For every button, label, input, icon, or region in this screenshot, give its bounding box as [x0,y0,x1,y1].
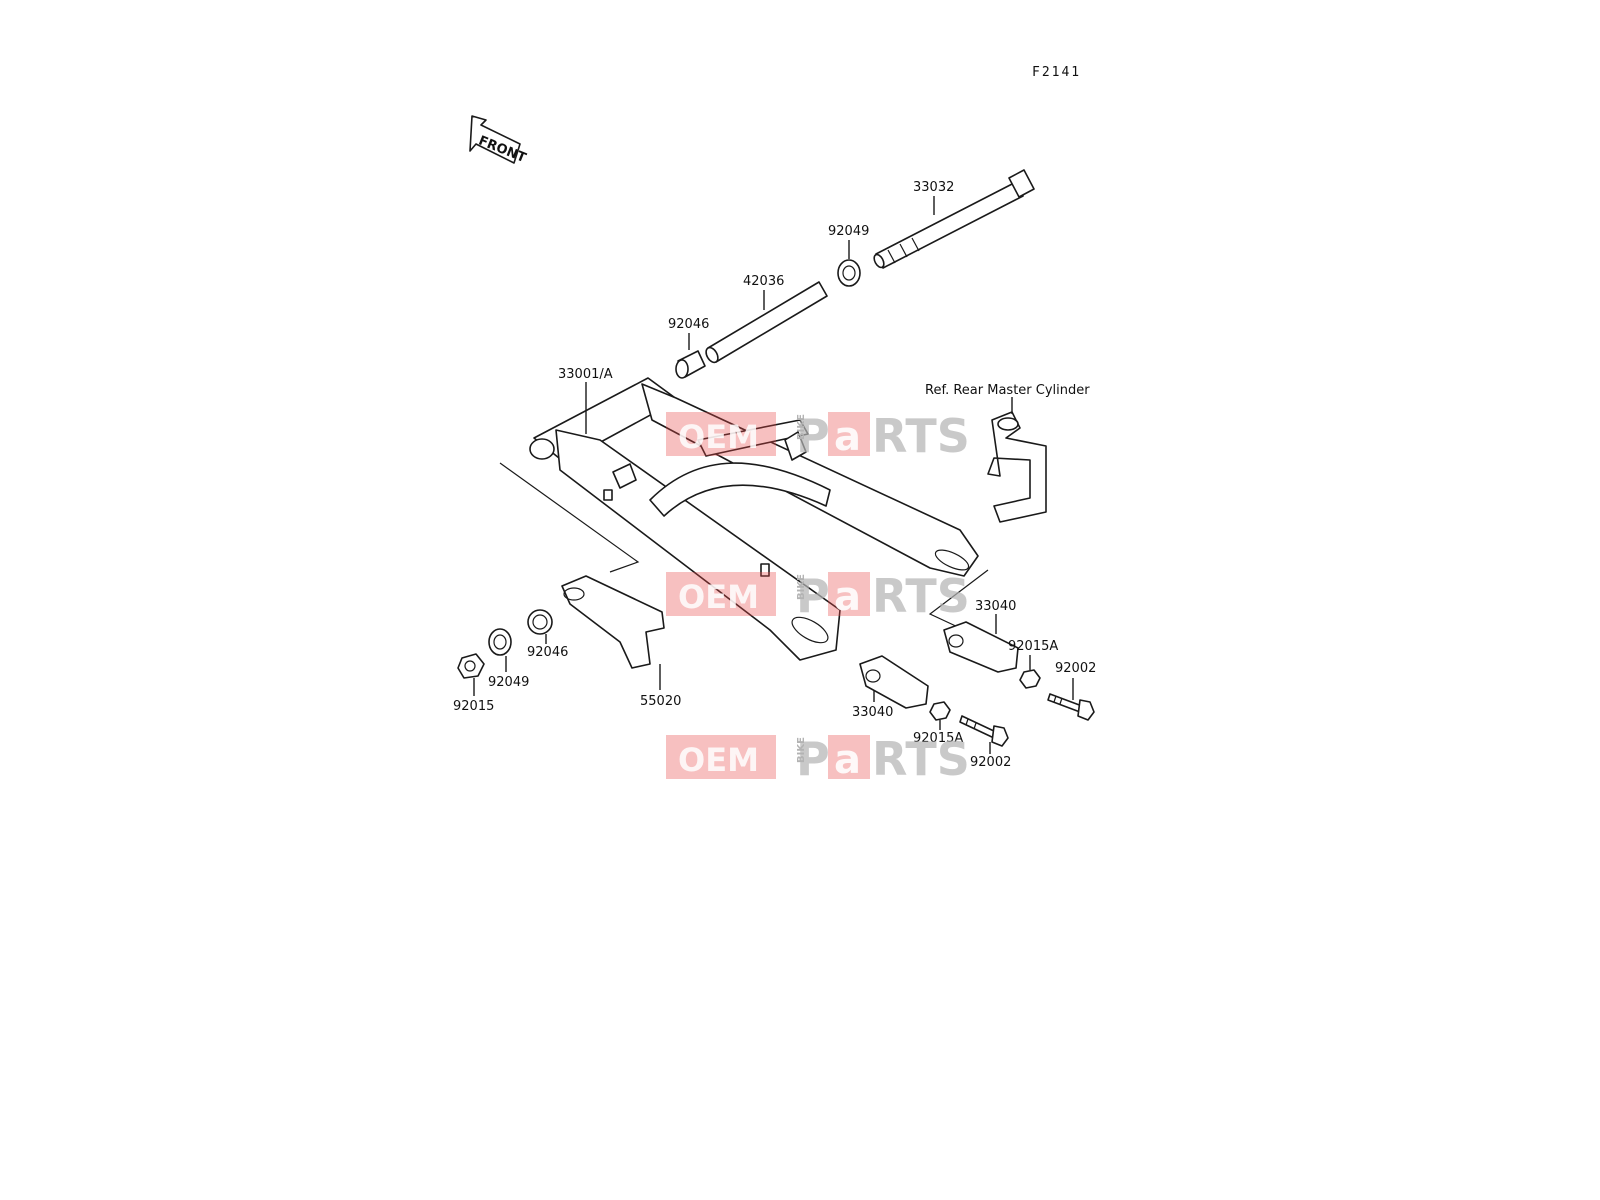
label-oil-seal-lower: 92049 [488,675,529,690]
adjuster-right-icon [943,621,1019,673]
sleeve-icon [705,281,828,364]
watermark-p-text: P [796,569,830,623]
watermark-a-text: a [834,414,861,460]
label-bolt-right: 92002 [1055,661,1096,676]
watermark-rts-text: RTS [872,732,970,786]
assembly-line-left [499,462,640,573]
watermark-rts-text: RTS [872,569,970,623]
label-bearing-upper: 92046 [668,317,709,332]
assembly-line-right [928,569,989,629]
watermark-p-text: P [796,732,830,786]
label-bolt-left: 92002 [970,755,1011,770]
bearing-upper-icon [675,350,706,379]
watermark-left-text: OEM [678,578,759,616]
chain-guard-icon [561,575,665,669]
nut-icon [457,653,485,679]
swingarm-icon [529,377,979,661]
figure-code: F2141 [1032,65,1081,80]
adjuster-left-icon [859,655,929,709]
watermark-middle-text: BIKE [796,574,807,600]
oil-seal-lower-icon [488,628,512,656]
watermark-a-text: a [834,574,861,620]
bolt-left-icon [959,715,1009,747]
watermark-left-text: OEM [678,741,759,779]
nut-a-right-icon [1019,669,1041,689]
front-arrow-icon: FRONT [469,115,528,166]
label-sleeve: 42036 [743,274,784,289]
oil-seal-upper-icon [837,259,861,287]
watermark-a-text: a [834,737,861,783]
watermark-middle-text: BIKE [796,414,807,440]
label-nut-a-left: 92015A [913,731,963,746]
reference-note: Ref. Rear Master Cylinder [925,383,1090,398]
label-swingarm: 33001/A [558,367,613,382]
label-bearing-lower: 92046 [527,645,568,660]
bearing-lower-icon [527,609,553,635]
nut-a-left-icon [929,701,951,721]
watermark-rts-text: RTS [872,409,970,463]
pivot-shaft-icon [873,169,1035,269]
master-cylinder-bracket-icon [987,411,1047,523]
watermark-middle-text: BIKE [796,737,807,763]
watermark-p-text: P [796,409,830,463]
label-pivot-shaft: 33032 [913,180,954,195]
label-adjuster-right: 33040 [975,599,1016,614]
label-oil-seal-upper: 92049 [828,224,869,239]
watermark-middle: OEM BIKE P a RTS [666,569,970,623]
label-nut: 92015 [453,699,494,714]
watermark-top: OEM BIKE P a RTS [666,409,970,463]
bolt-right-icon [1047,693,1095,721]
watermark-left-text: OEM [678,418,759,456]
label-adjuster-left: 33040 [852,705,893,720]
watermark-bottom: OEM BIKE P a RTS [666,732,970,786]
label-chain-guard: 55020 [640,694,681,709]
label-nut-a-right: 92015A [1008,639,1058,654]
